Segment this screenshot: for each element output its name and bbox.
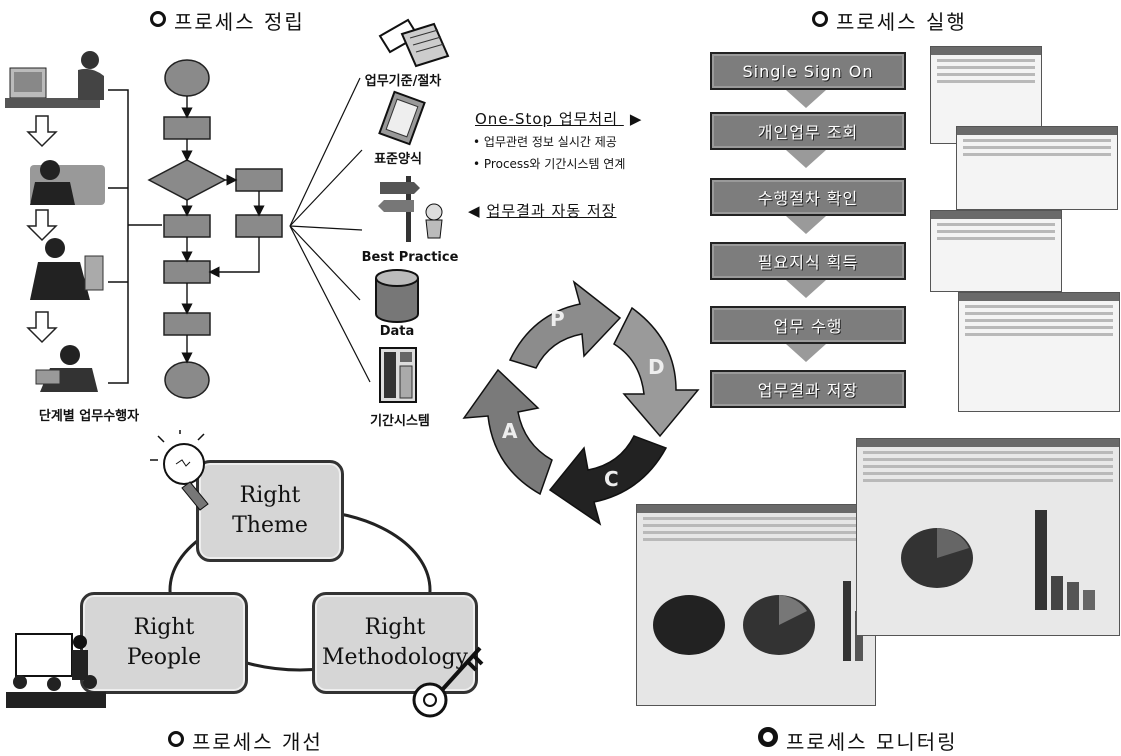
table-row (863, 458, 1113, 461)
lightbulb-icon (150, 430, 209, 511)
onestop-title-text: One-Stop 업무처리 (475, 110, 619, 128)
step-single-sign-on: Single Sign On (710, 52, 906, 90)
down-arrow-icons (26, 115, 58, 344)
table-row (863, 465, 1113, 468)
workers-label: 단계별 업무수행자 (38, 409, 140, 424)
table-row (643, 531, 869, 534)
title-text: 프로세스 실행 (836, 10, 967, 34)
screenshot-thumbnail (956, 126, 1118, 210)
title-text: 프로세스 모니터링 (786, 730, 958, 754)
title-process-establish: 프로세스 정립 (150, 6, 305, 35)
pdca-cycle: P D C A (462, 280, 700, 526)
onestop-bullet-1: • 업무관련 정보 실시간 제공 (473, 135, 617, 149)
step-knowledge: 필요지식 획득 (710, 242, 906, 280)
onestop-save-text: 업무결과 자동 저장 (486, 202, 617, 220)
circle-bullet-icon (168, 731, 184, 747)
table-row (863, 479, 1113, 482)
screenshot-thumbnail (930, 210, 1062, 292)
table-row (863, 451, 1113, 454)
window-titlebar (857, 439, 1119, 447)
line: Right (133, 615, 195, 640)
title-text: 프로세스 개선 (192, 730, 323, 754)
table-row (643, 538, 869, 541)
worker-figure-2 (30, 160, 105, 205)
resource-label-data: Data (379, 324, 415, 339)
pie-and-bar-charts (901, 510, 1095, 610)
pie-charts (653, 581, 863, 661)
line: People (126, 645, 202, 670)
line: Theme (232, 513, 308, 538)
worker-figure-4 (35, 345, 98, 392)
title-process-execute: 프로세스 실행 (812, 6, 967, 35)
step-down-arrow-icon (786, 150, 826, 168)
onestop-save: ◀ 업무결과 자동 저장 (468, 200, 616, 221)
pdca-label-a: A (502, 419, 518, 443)
title-process-monitor: 프로세스 모니터링 (758, 726, 958, 755)
step-down-arrow-icon (786, 90, 826, 108)
resource-label-system: 기간시스템 (370, 414, 430, 429)
line: Right (239, 483, 301, 508)
step-down-arrow-icon (786, 344, 826, 362)
table-row (643, 517, 869, 520)
line: Methodology (322, 645, 468, 670)
worker-figure-3 (30, 238, 104, 300)
pdca-label-p: P (550, 307, 565, 331)
server-system-icon (379, 347, 417, 403)
title-process-improve: 프로세스 개선 (168, 726, 323, 755)
onestop-title: One-Stop 업무처리 ▶ (475, 108, 642, 129)
left-triangle-icon: ◀ (468, 202, 481, 220)
meeting-people-icon (6, 633, 106, 708)
onestop-bullet-2: • Process와 기간시스템 연계 (473, 157, 626, 171)
key-icon (412, 646, 484, 718)
bullet-text: 업무관련 정보 실시간 제공 (483, 135, 617, 149)
circle-bullet-icon (150, 11, 166, 27)
step-down-arrow-icon (786, 280, 826, 298)
procedure-docs-icon (378, 18, 450, 68)
line: Right (364, 615, 426, 640)
table-row (863, 472, 1113, 475)
step-down-arrow-icon (786, 216, 826, 234)
process-flowchart (5, 51, 371, 399)
monitoring-dashboard-screenshot (856, 438, 1120, 636)
clipboard-form-icon (378, 90, 426, 146)
circle-bullet-icon (758, 727, 778, 747)
table-row (643, 524, 869, 527)
worker-figure-1 (5, 51, 104, 108)
pdca-label-c: C (604, 467, 619, 491)
step-save-result: 업무결과 저장 (710, 370, 906, 408)
title-text: 프로세스 정립 (174, 10, 305, 34)
signpost-best-practice-icon (378, 176, 443, 242)
pdca-label-d: D (648, 355, 665, 379)
resource-label-form: 표준양식 (374, 152, 422, 167)
database-cylinder-icon (375, 269, 419, 323)
step-perform: 업무 수행 (710, 306, 906, 344)
resource-label-procedure: 업무기준/절차 (364, 74, 442, 89)
window-titlebar (637, 505, 875, 513)
bullet-text: Process와 기간시스템 연계 (483, 157, 626, 171)
step-personal-task: 개인업무 조회 (710, 112, 906, 150)
right-triangle-icon: ▶ (629, 110, 643, 128)
resource-label-best-practice: Best Practice (361, 250, 459, 265)
circle-bullet-icon (812, 11, 828, 27)
screenshot-thumbnail (958, 292, 1120, 412)
monitoring-dashboard-screenshot (636, 504, 876, 706)
step-procedure-check: 수행절차 확인 (710, 178, 906, 216)
